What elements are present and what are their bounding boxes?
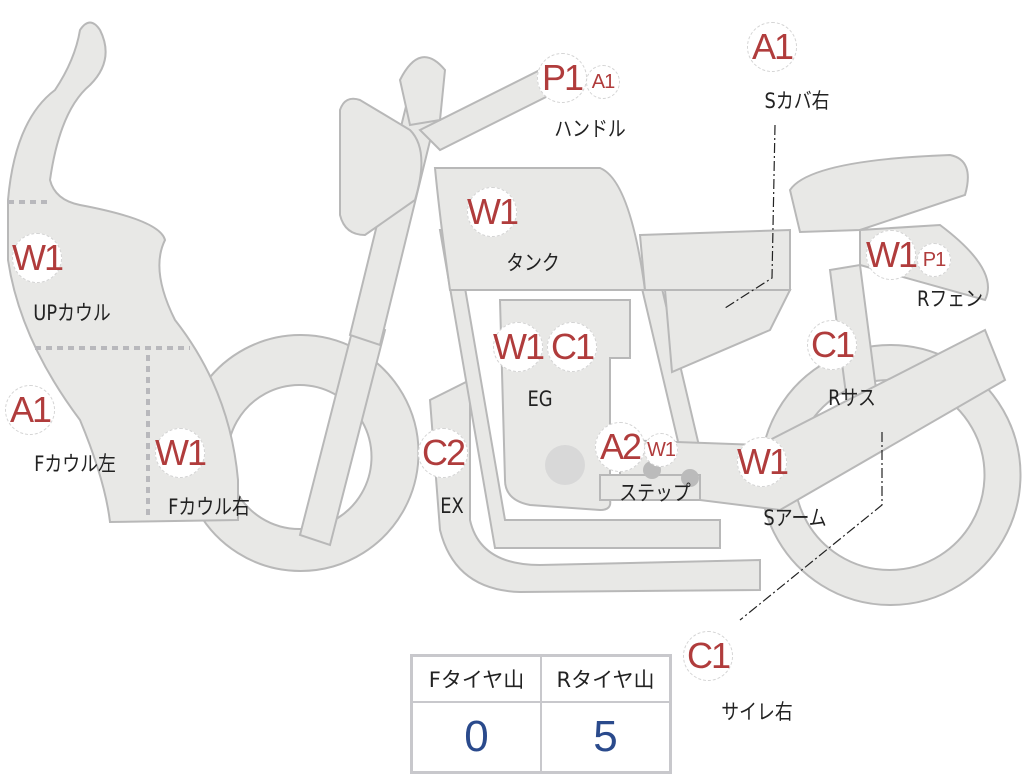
damage-code-badge-small: P1	[917, 243, 951, 277]
front-tire-value: 0	[410, 701, 542, 774]
damage-code-badge: C2	[418, 428, 468, 478]
damage-code-badge: A1	[5, 385, 55, 435]
part-label: ステップ	[619, 481, 691, 505]
damage-code-badge: W1	[12, 233, 64, 283]
exhaust	[428, 378, 761, 594]
damage-code-badge-small: A1	[586, 65, 620, 99]
part-label: ハンドル	[554, 117, 626, 141]
rear-tire-value: 5	[540, 701, 672, 774]
damage-code-badge: W1	[737, 437, 789, 487]
damage-code-badge: C1	[547, 322, 597, 372]
damage-code-badge-small: W1	[644, 433, 678, 467]
damage-code-badge: P1	[537, 53, 587, 103]
part-label: EG	[527, 387, 553, 411]
part-label: Sカバ右	[764, 89, 830, 113]
damage-code-badge: A2	[595, 422, 645, 472]
rear-tire-header: Rタイヤ山	[540, 654, 672, 703]
damage-code-badge: W1	[866, 230, 918, 280]
part-label: Rフェン	[917, 287, 983, 311]
mirror	[398, 56, 447, 127]
part-label: UPカウル	[33, 301, 111, 325]
front-tire-header: Fタイヤ山	[410, 654, 542, 703]
damage-code-badge: W1	[467, 187, 519, 237]
headlight	[339, 97, 423, 237]
damage-code-badge: W1	[493, 322, 545, 372]
damage-code-badge: A1	[747, 22, 797, 72]
part-label: Sアーム	[763, 506, 827, 530]
part-label: Fカウル右	[168, 495, 250, 519]
part-label: タンク	[506, 251, 560, 275]
step	[599, 474, 701, 501]
part-label: Fカウル左	[34, 452, 116, 476]
damage-code-badge: C1	[807, 320, 857, 370]
damage-code-badge: W1	[155, 428, 207, 478]
damage-code-badge: C1	[683, 631, 733, 681]
part-label: EX	[440, 494, 464, 518]
part-label: サイレ右	[721, 700, 793, 724]
tire-tread-table: Fタイヤ山 Rタイヤ山 0 5	[410, 654, 672, 774]
side-cover	[663, 289, 792, 374]
seat-rear	[788, 153, 969, 234]
cowl	[7, 21, 239, 524]
part-label: Rサス	[828, 386, 876, 410]
